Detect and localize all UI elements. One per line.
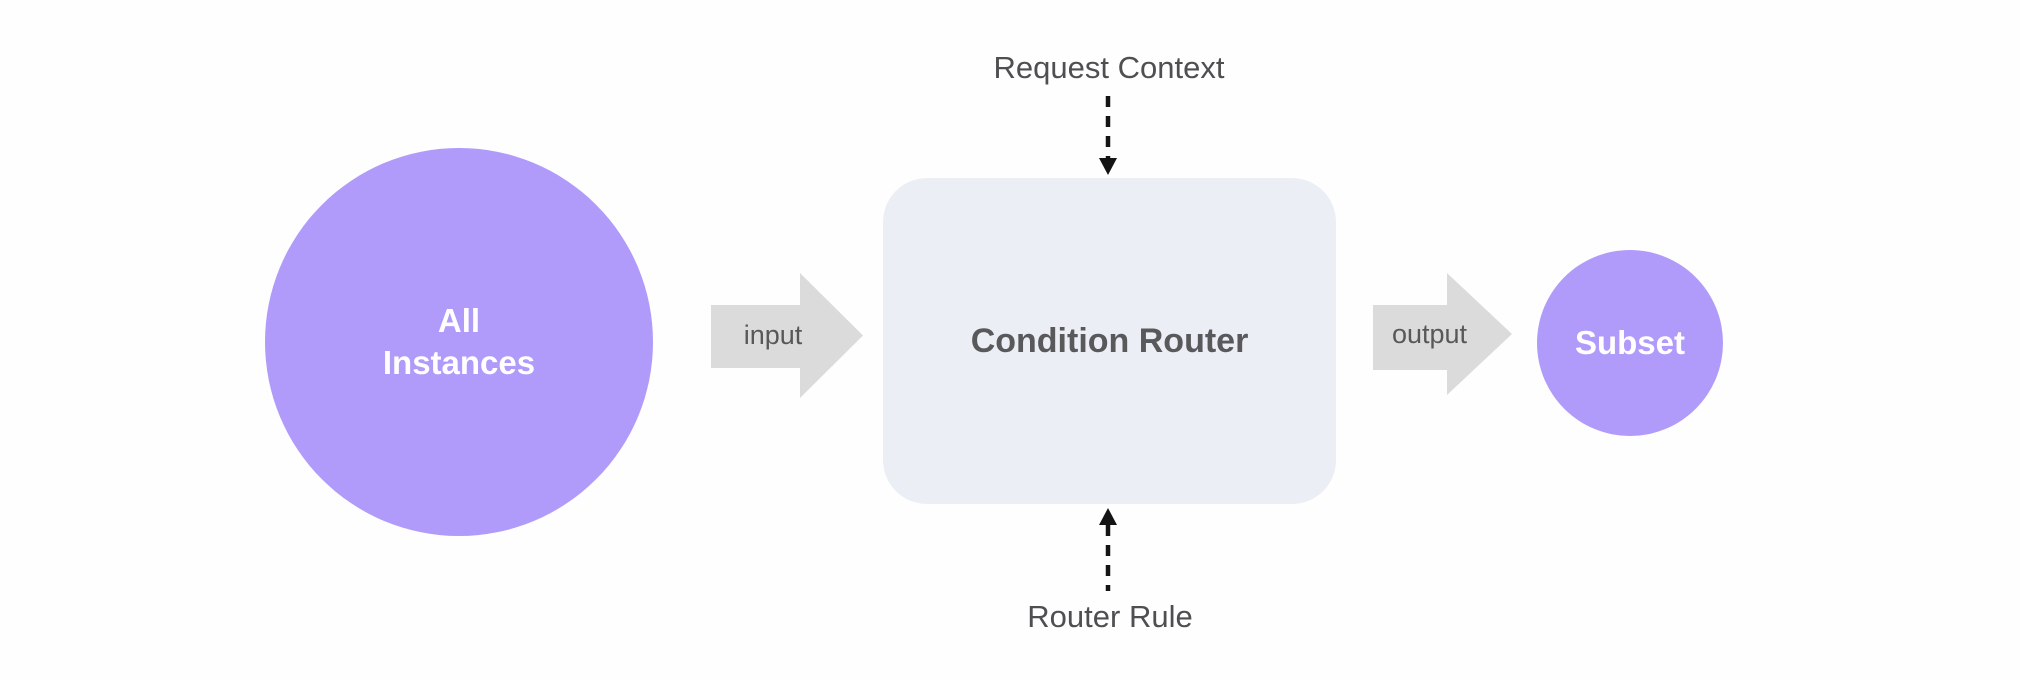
node-all-instances-label-line1: All bbox=[437, 301, 481, 339]
node-all-instances: All Instances bbox=[265, 148, 653, 536]
request-context-dashed-arrow-icon bbox=[1093, 94, 1123, 180]
output-arrow: output bbox=[1373, 273, 1512, 395]
node-all-instances-label: All Instances bbox=[383, 300, 535, 384]
node-all-instances-label-line2: Instances bbox=[382, 344, 536, 381]
node-condition-router-label: Condition Router bbox=[970, 321, 1249, 360]
node-subset: Subset bbox=[1537, 250, 1723, 436]
router-rule-label: Router Rule bbox=[1027, 599, 1193, 634]
right-block-arrow-icon bbox=[711, 273, 863, 398]
request-context-label: Request Context bbox=[993, 50, 1225, 85]
router-rule-dashed-arrow-icon bbox=[1093, 506, 1123, 594]
input-arrow: input bbox=[711, 273, 863, 398]
node-condition-router: Condition Router bbox=[883, 178, 1336, 504]
output-arrow-label: output bbox=[1391, 318, 1468, 349]
input-arrow-label: input bbox=[743, 320, 803, 350]
right-block-arrow-icon bbox=[1373, 273, 1512, 395]
node-subset-label: Subset bbox=[1574, 323, 1686, 361]
